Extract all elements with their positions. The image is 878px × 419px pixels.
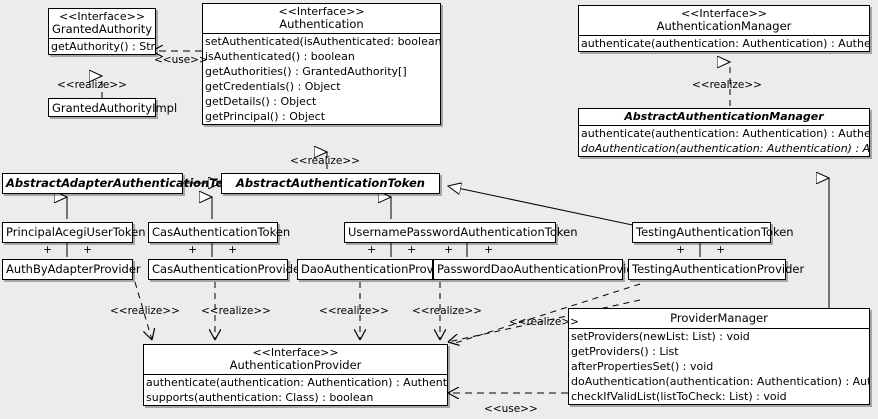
operation: checkIfValidList(listToCheck: List) : vo… xyxy=(571,390,787,403)
class-header: <<Interface>> Authentication xyxy=(203,4,440,33)
association-marker-plus: + xyxy=(407,243,417,256)
operation: authenticate(authentication: Authenticat… xyxy=(146,376,447,389)
class-granted-authority[interactable]: <<Interface>> GrantedAuthority getAuthor… xyxy=(48,8,156,55)
stereotype-label: <<Interface>> xyxy=(252,346,339,359)
edge-label-realize-abstract-authentication-manager: <<realize>> xyxy=(692,79,762,91)
association-marker-plus: + xyxy=(83,243,93,256)
association-marker-plus: + xyxy=(43,243,53,256)
operations-compartment: authenticate(authentication: Authenticat… xyxy=(144,375,447,405)
association-marker-plus: + xyxy=(484,243,494,256)
edge-label-realize-password-dao-provider: <<realize>> xyxy=(412,305,482,317)
class-password-dao-authentication-provider[interactable]: PasswordDaoAuthenticationProvider xyxy=(433,259,646,280)
compartment-divider xyxy=(203,33,440,34)
compartment-divider xyxy=(579,125,869,126)
operation: getPrincipal() : Object xyxy=(205,110,326,123)
class-abstract-adapter-authentication-token[interactable]: AbstractAdapterAuthenticationToken xyxy=(2,173,247,194)
class-header: <<Interface>> AuthenticationProvider xyxy=(144,345,447,374)
class-name: GrantedAuthority xyxy=(52,22,153,36)
class-abstract-authentication-token[interactable]: AbstractAuthenticationToken xyxy=(221,173,440,194)
operations-compartment: setProviders(newList: List) : void getPr… xyxy=(569,329,869,404)
operations-compartment: authenticate(authentication: Authenticat… xyxy=(579,126,869,156)
class-header: ProviderManager xyxy=(569,309,869,328)
class-testing-authentication-token[interactable]: TestingAuthenticationToken xyxy=(632,222,794,243)
operation: isAuthenticated() : boolean xyxy=(205,50,355,63)
association-marker-plus: + xyxy=(444,243,454,256)
operation: afterPropertiesSet() : void xyxy=(571,360,714,373)
edge-label-use-granted-authority: <<use>> xyxy=(154,54,208,66)
operation: doAuthentication(authentication: Authent… xyxy=(571,375,869,388)
association-marker-plus: + xyxy=(188,243,198,256)
association-marker-plus: + xyxy=(676,243,686,256)
operations-compartment: setAuthenticated(isAuthenticated: boolea… xyxy=(203,34,440,124)
operation: getProviders() : List xyxy=(571,345,679,358)
operation: setAuthenticated(isAuthenticated: boolea… xyxy=(205,35,440,48)
class-header: <<Interface>> GrantedAuthority xyxy=(49,9,155,38)
class-authentication-provider[interactable]: <<Interface>> AuthenticationProvider aut… xyxy=(143,344,448,406)
class-name: GrantedAuthorityImpl xyxy=(52,101,178,115)
class-header: AbstractAuthenticationManager xyxy=(579,109,869,125)
class-name: TestingAuthenticationToken xyxy=(636,225,794,239)
association-marker-plus: + xyxy=(228,243,238,256)
class-header: <<Interface>> AuthenticationManager xyxy=(579,6,869,35)
compartment-divider xyxy=(579,35,869,36)
operations-compartment: getAuthority() : String xyxy=(49,39,155,54)
class-username-password-authentication-token[interactable]: UsernamePasswordAuthenticationToken xyxy=(344,222,578,243)
class-name: CasAuthenticationToken xyxy=(152,225,291,239)
class-name: AbstractAuthenticationToken xyxy=(235,176,425,190)
class-name: DaoAuthenticationProvider xyxy=(301,262,456,276)
class-name: PasswordDaoAuthenticationProvider xyxy=(437,262,646,276)
class-name: ProviderManager xyxy=(670,311,768,325)
operation: authenticate(authentication: Authenticat… xyxy=(581,37,869,50)
class-name: CasAuthenticationProvider xyxy=(152,262,305,276)
class-name: PrincipalAcegiUserToken xyxy=(6,225,146,239)
stereotype-label: <<Interface>> xyxy=(680,7,768,20)
class-authentication[interactable]: <<Interface>> Authentication setAuthenti… xyxy=(202,3,441,125)
class-provider-manager[interactable]: ProviderManager setProviders(newList: Li… xyxy=(568,308,870,405)
class-name: AuthenticationProvider xyxy=(229,358,362,372)
class-testing-authentication-provider[interactable]: TestingAuthenticationProvider xyxy=(628,259,805,280)
edge-label-realize-provider-manager: <<realize>> xyxy=(509,316,579,328)
class-name: AuthenticationManager xyxy=(656,19,792,33)
class-auth-by-adapter-provider[interactable]: AuthByAdapterProvider xyxy=(2,259,141,280)
operation: getDetails() : Object xyxy=(205,95,317,108)
operation: supports(authentication: Class) : boolea… xyxy=(146,391,374,404)
association-marker-plus: + xyxy=(716,243,726,256)
class-name: AuthByAdapterProvider xyxy=(6,262,141,276)
operation: authenticate(authentication: Authenticat… xyxy=(581,127,869,140)
class-name: AbstractAdapterAuthenticationToken xyxy=(6,176,247,190)
compartment-divider xyxy=(569,328,869,329)
class-name: TestingAuthenticationProvider xyxy=(632,262,805,276)
edge-label-realize-dao-provider: <<realize>> xyxy=(319,305,389,317)
edge-label-use-provider-manager: <<use>> xyxy=(484,403,538,415)
class-authentication-manager[interactable]: <<Interface>> AuthenticationManager auth… xyxy=(578,5,870,52)
stereotype-label: <<Interface>> xyxy=(58,10,146,23)
class-cas-authentication-provider[interactable]: CasAuthenticationProvider xyxy=(148,259,305,280)
edge-label-realize-abstract-authentication-token: <<realize>> xyxy=(290,155,360,167)
class-granted-authority-impl[interactable]: GrantedAuthorityImpl xyxy=(48,98,178,117)
association-marker-plus: + xyxy=(367,243,377,256)
operation: getAuthority() : String xyxy=(51,40,155,53)
compartment-divider xyxy=(144,374,447,375)
edge-label-realize-cas-provider: <<realize>> xyxy=(201,305,271,317)
class-name: UsernamePasswordAuthenticationToken xyxy=(348,225,578,239)
class-name: Authentication xyxy=(279,17,364,31)
class-abstract-authentication-manager[interactable]: AbstractAuthenticationManager authentica… xyxy=(578,108,870,157)
class-cas-authentication-token[interactable]: CasAuthenticationToken xyxy=(148,222,291,243)
operation: doAuthentication(authentication: Authent… xyxy=(581,142,869,155)
edge-label-realize-auth-by-adapter-provider: <<realize>> xyxy=(110,305,180,317)
class-name: AbstractAuthenticationManager xyxy=(624,110,824,123)
compartment-divider xyxy=(49,38,155,39)
operation: setProviders(newList: List) : void xyxy=(571,330,750,343)
operation: getCredentials() : Object xyxy=(205,80,341,93)
edge-label-realize-granted-authority-impl: <<realize>> xyxy=(57,79,127,91)
stereotype-label: <<Interface>> xyxy=(278,5,365,18)
operations-compartment: authenticate(authentication: Authenticat… xyxy=(579,36,869,51)
class-dao-authentication-provider[interactable]: DaoAuthenticationProvider xyxy=(297,259,456,280)
class-principal-acegi-user-token[interactable]: PrincipalAcegiUserToken xyxy=(2,222,146,243)
operation: getAuthorities() : GrantedAuthority[] xyxy=(205,65,407,78)
